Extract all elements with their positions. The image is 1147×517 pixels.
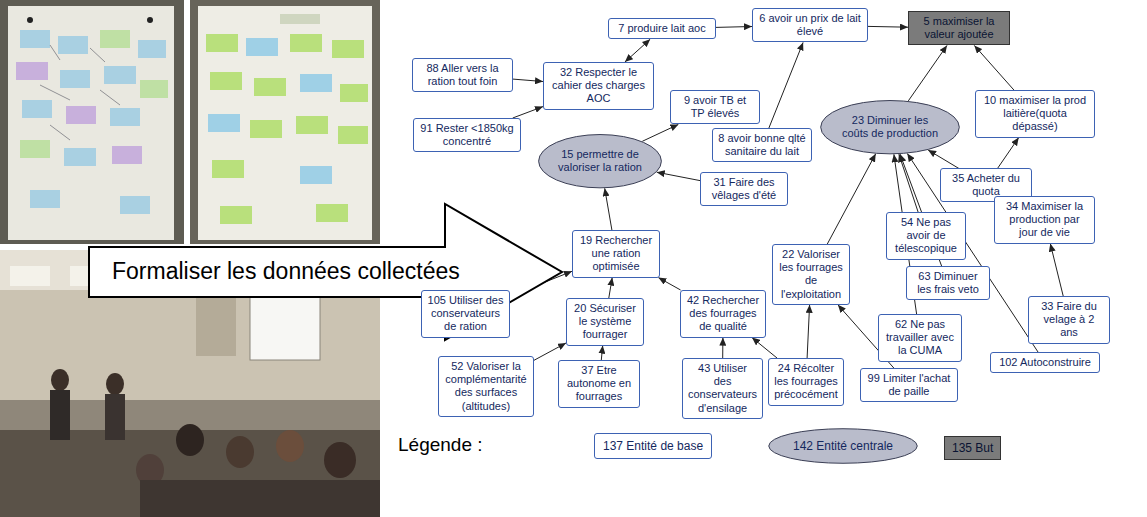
influence-arrow xyxy=(868,26,908,28)
goal-box: 5 maximiser la valeur ajoutée xyxy=(908,11,1010,45)
influence-arrow xyxy=(1050,244,1063,296)
concept-box: 37 Etre autonome en fourrages xyxy=(558,360,640,408)
node-label: 54 Ne pas avoir de télescopique xyxy=(892,216,960,256)
concept-box: 19 Rechercher une ration optimisée xyxy=(572,230,660,278)
concept-box: 34 Maximiser la production par jour de v… xyxy=(994,196,1095,244)
node-label: 35 Acheter du quota xyxy=(946,172,1026,198)
node-label: 102 Autoconstruire xyxy=(996,356,1094,369)
node-label: 62 Ne pas travailler avec la CUMA xyxy=(884,318,956,358)
influence-arrow xyxy=(658,278,680,290)
concept-box: 33 Faire du velage à 2 ans xyxy=(1028,296,1110,344)
concept-box: 9 avoir TB et TP élevés xyxy=(670,90,760,124)
concept-box: 20 Sécuriser le système fourrager xyxy=(566,298,644,346)
concept-box: 6 avoir un prix de lait élevé xyxy=(752,8,868,42)
legend-label: 137 Entité de base xyxy=(603,439,703,453)
influence-arrow xyxy=(513,79,543,81)
concept-box: 62 Ne pas travailler avec la CUMA xyxy=(878,314,962,362)
node-label: 6 avoir un prix de lait élevé xyxy=(758,12,862,38)
node-label: 32 Respecter le cahier des charges AOC xyxy=(549,66,648,106)
concept-box: 88 Aller vers la ration tout foin xyxy=(412,58,513,92)
node-label: 9 avoir TB et TP élevés xyxy=(676,94,754,120)
node-label: 20 Sécuriser le système fourrager xyxy=(572,302,638,342)
node-label: 33 Faire du velage à 2 ans xyxy=(1034,300,1104,340)
concept-box: 10 maximiser la prod laitière(quota dépa… xyxy=(975,90,1095,138)
central-ellipse: 15 permettre de valoriser la ration xyxy=(538,134,662,188)
influence-arrow xyxy=(899,154,918,212)
node-label: 99 Limiter l'achat de paille xyxy=(866,372,952,398)
influence-arrow xyxy=(827,154,875,244)
influence-arrow xyxy=(513,107,543,118)
influence-arrow xyxy=(642,124,678,141)
concept-box: 42 Rechercher des fourrages de qualité xyxy=(680,290,766,338)
legend-heading: Légende : xyxy=(398,434,483,456)
node-label: 37 Etre autonome en fourrages xyxy=(564,364,634,404)
node-label: 8 avoir bonne qlté sanitaire du lait xyxy=(718,132,806,158)
legend-item: 137 Entité de base xyxy=(594,433,712,459)
influence-arrow xyxy=(657,172,700,180)
legend-label: 135 But xyxy=(952,441,993,455)
central-ellipse: 23 Diminuer les coûts de production xyxy=(820,100,960,154)
node-label: Formaliser les données collectées xyxy=(112,258,460,286)
node-label: 23 Diminuer les coûts de production xyxy=(838,114,942,140)
node-label: 88 Aller vers la ration tout foin xyxy=(418,62,507,88)
concept-box: 7 produire lait aoc xyxy=(608,18,716,39)
concept-box: 63 Diminuer les frais veto xyxy=(906,266,990,300)
node-label: 10 maximiser la prod laitière(quota dépa… xyxy=(981,94,1089,134)
legend-label: 142 Entité centrale xyxy=(768,439,918,453)
node-label: 34 Maximiser la production par jour de v… xyxy=(1000,200,1089,240)
influence-arrow xyxy=(722,338,723,358)
influence-arrow xyxy=(974,45,1014,90)
node-label: 5 maximiser la valeur ajoutée xyxy=(914,15,1004,41)
node-label: 43 Utiliser des conservateurs d'ensilage xyxy=(688,362,757,415)
influence-arrow xyxy=(534,343,566,360)
node-label: 63 Diminuer les frais veto xyxy=(912,270,984,296)
node-label: 19 Rechercher une ration optimisée xyxy=(578,234,654,274)
concept-box: 99 Limiter l'achat de paille xyxy=(860,368,958,402)
legend-item: 135 But xyxy=(944,436,1001,460)
node-label: 42 Rechercher des fourrages de qualité xyxy=(686,294,760,334)
node-label: 105 Utiliser des conservateurs de ration xyxy=(427,294,504,334)
concept-box: 43 Utiliser des conservateurs d'ensilage xyxy=(682,358,763,419)
concept-box: 102 Autoconstruire xyxy=(990,352,1100,373)
concept-box: 52 Valoriser la complémentarité des surf… xyxy=(438,356,534,417)
node-label: 22 Valoriser les fourrages de l'exploita… xyxy=(778,248,844,301)
influence-arrow xyxy=(807,305,810,358)
influence-arrow xyxy=(908,45,947,101)
legend-item: 142 Entité centrale xyxy=(768,428,918,464)
concept-box: 105 Utiliser des conservateurs de ration xyxy=(421,290,510,338)
influence-arrow xyxy=(752,338,777,358)
node-label: 91 Rester <1850kg concentré xyxy=(419,122,515,148)
node-label: 24 Récolter les fourrages précocément xyxy=(774,362,838,402)
influence-arrow xyxy=(998,138,1019,168)
concept-box: 54 Ne pas avoir de télescopique xyxy=(886,212,966,260)
influence-arrow xyxy=(769,42,803,128)
node-label: 15 permettre de valoriser la ration xyxy=(550,148,650,174)
node-label: 31 Faire des vêlages d'été xyxy=(706,176,782,202)
concept-box: 8 avoir bonne qlté sanitaire du lait xyxy=(712,128,812,162)
influence-arrow xyxy=(601,346,602,360)
influence-arrow xyxy=(625,39,650,62)
concept-box: 32 Respecter le cahier des charges AOC xyxy=(543,62,654,110)
concept-box: 31 Faire des vêlages d'été xyxy=(700,172,788,206)
influence-arrow xyxy=(716,26,752,28)
concept-box: 22 Valoriser les fourrages de l'exploita… xyxy=(772,244,850,305)
node-label: 52 Valoriser la complémentarité des surf… xyxy=(444,360,528,413)
influence-arrow xyxy=(605,188,612,230)
concept-box: 91 Rester <1850kg concentré xyxy=(413,118,521,152)
node-label: 7 produire lait aoc xyxy=(614,22,710,35)
influence-arrow xyxy=(609,278,612,298)
concept-box: 24 Récolter les fourrages précocément xyxy=(768,358,844,406)
